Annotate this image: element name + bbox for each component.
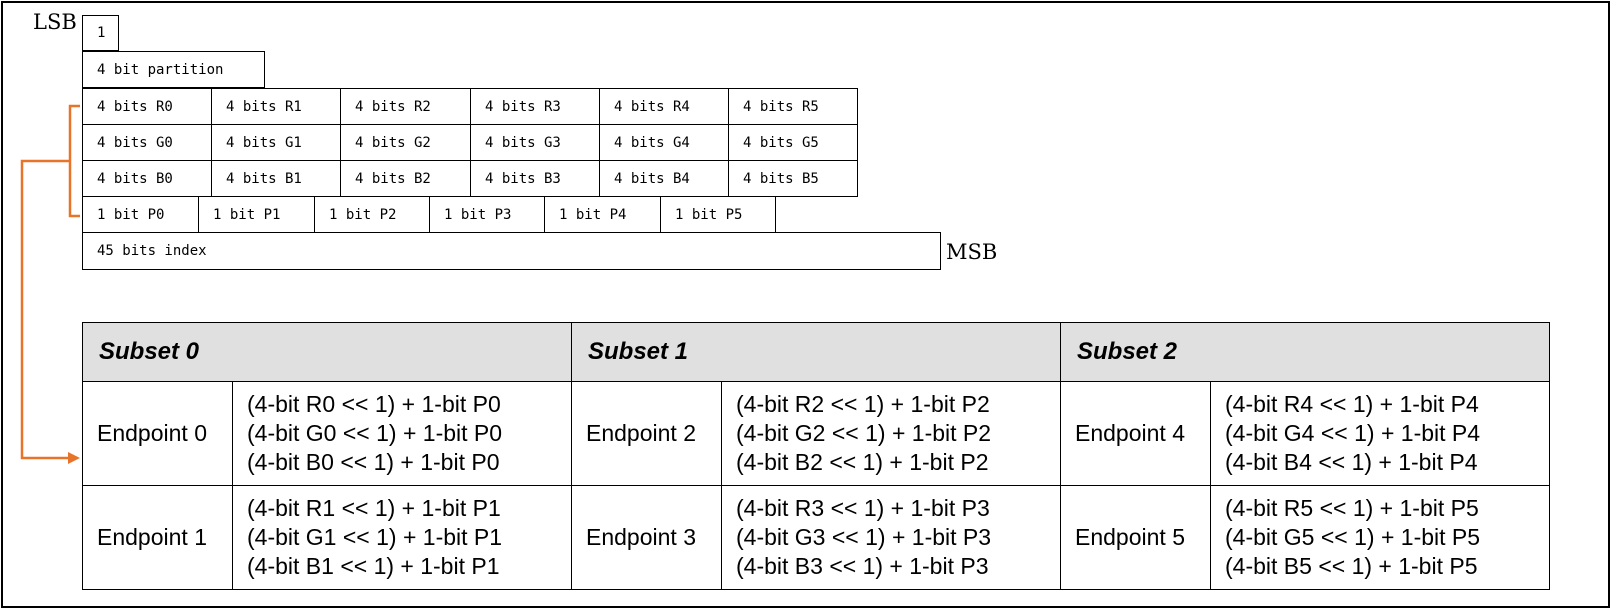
- formula-line: (4-bit R4 << 1) + 1-bit P4: [1225, 391, 1479, 417]
- formula-line: (4-bit R1 << 1) + 1-bit P1: [247, 495, 501, 521]
- bitfield-index: 45 bits index: [82, 232, 941, 270]
- bitfield-b5: 4 bits B5: [728, 160, 858, 197]
- formula-line: (4-bit R5 << 1) + 1-bit P5: [1225, 495, 1479, 521]
- formula-line: (4-bit G1 << 1) + 1-bit P1: [247, 524, 503, 550]
- bitfield-g4: 4 bits G4: [599, 124, 729, 161]
- formula-line: (4-bit B5 << 1) + 1-bit P5: [1225, 553, 1478, 579]
- bitfield-p1: 1 bit P1: [198, 196, 315, 233]
- endpoint-4-formulas: (4-bit R4 << 1) + 1-bit P4 (4-bit G4 << …: [1210, 381, 1550, 486]
- table-row: Endpoint 1 (4-bit R1 << 1) + 1-bit P1 (4…: [82, 485, 1550, 590]
- formula-line: (4-bit G0 << 1) + 1-bit P0: [247, 420, 503, 446]
- bitfield-mode: 1: [82, 15, 119, 51]
- endpoint-3-label: Endpoint 3: [571, 485, 722, 590]
- subset-0-header: Subset 0: [82, 322, 572, 382]
- formula-line: (4-bit G3 << 1) + 1-bit P3: [736, 524, 992, 550]
- msb-label: MSB: [946, 240, 998, 264]
- bitfield-b0: 4 bits B0: [82, 160, 212, 197]
- formula-line: (4-bit B0 << 1) + 1-bit P0: [247, 449, 500, 475]
- endpoint-5-label: Endpoint 5: [1060, 485, 1211, 590]
- lsb-label: LSB: [33, 10, 77, 34]
- formula-line: (4-bit G4 << 1) + 1-bit P4: [1225, 420, 1481, 446]
- formula-line: (4-bit B3 << 1) + 1-bit P3: [736, 553, 989, 579]
- bitfield-g1: 4 bits G1: [211, 124, 341, 161]
- bitfield-g0: 4 bits G0: [82, 124, 212, 161]
- bitfield-g5: 4 bits G5: [728, 124, 858, 161]
- table-header-row: Subset 0 Subset 1 Subset 2: [82, 322, 1550, 382]
- formula-line: (4-bit R2 << 1) + 1-bit P2: [736, 391, 990, 417]
- bitfield-r5: 4 bits R5: [728, 88, 858, 125]
- bitfield-p2: 1 bit P2: [314, 196, 430, 233]
- endpoint-0-label: Endpoint 0: [82, 381, 233, 486]
- formula-line: (4-bit B1 << 1) + 1-bit P1: [247, 553, 500, 579]
- bitfield-r1: 4 bits R1: [211, 88, 341, 125]
- arrow-line: [20, 159, 70, 460]
- subset-2-header: Subset 2: [1060, 322, 1550, 382]
- formula-line: (4-bit G5 << 1) + 1-bit P5: [1225, 524, 1481, 550]
- bitfield-r3: 4 bits R3: [470, 88, 600, 125]
- bitfield-b1: 4 bits B1: [211, 160, 341, 197]
- formula-line: (4-bit R0 << 1) + 1-bit P0: [247, 391, 501, 417]
- endpoint-0-formulas: (4-bit R0 << 1) + 1-bit P0 (4-bit G0 << …: [232, 381, 572, 486]
- bracket-line: [68, 104, 80, 218]
- subset-table: Subset 0 Subset 1 Subset 2 Endpoint 0 (4…: [82, 322, 1550, 590]
- bitfield-b2: 4 bits B2: [340, 160, 471, 197]
- formula-line: (4-bit B4 << 1) + 1-bit P4: [1225, 449, 1478, 475]
- bitfield-r2: 4 bits R2: [340, 88, 471, 125]
- bitfield-r4: 4 bits R4: [599, 88, 729, 125]
- endpoint-4-label: Endpoint 4: [1060, 381, 1211, 486]
- formula-line: (4-bit G2 << 1) + 1-bit P2: [736, 420, 992, 446]
- endpoint-2-label: Endpoint 2: [571, 381, 722, 486]
- endpoint-1-formulas: (4-bit R1 << 1) + 1-bit P1 (4-bit G1 << …: [232, 485, 572, 590]
- arrow-head: [68, 452, 80, 464]
- bitfield-b4: 4 bits B4: [599, 160, 729, 197]
- bitfield-g3: 4 bits G3: [470, 124, 600, 161]
- bitfield-p0: 1 bit P0: [82, 196, 199, 233]
- bitfield-g2: 4 bits G2: [340, 124, 471, 161]
- endpoint-2-formulas: (4-bit R2 << 1) + 1-bit P2 (4-bit G2 << …: [721, 381, 1061, 486]
- table-row: Endpoint 0 (4-bit R0 << 1) + 1-bit P0 (4…: [82, 381, 1550, 486]
- bitfield-partition: 4 bit partition: [82, 51, 265, 88]
- endpoint-3-formulas: (4-bit R3 << 1) + 1-bit P3 (4-bit G3 << …: [721, 485, 1061, 590]
- formula-line: (4-bit B2 << 1) + 1-bit P2: [736, 449, 989, 475]
- endpoint-5-formulas: (4-bit R5 << 1) + 1-bit P5 (4-bit G5 << …: [1210, 485, 1550, 590]
- bitfield-p4: 1 bit P4: [544, 196, 661, 233]
- endpoint-1-label: Endpoint 1: [82, 485, 233, 590]
- subset-1-header: Subset 1: [571, 322, 1061, 382]
- formula-line: (4-bit R3 << 1) + 1-bit P3: [736, 495, 990, 521]
